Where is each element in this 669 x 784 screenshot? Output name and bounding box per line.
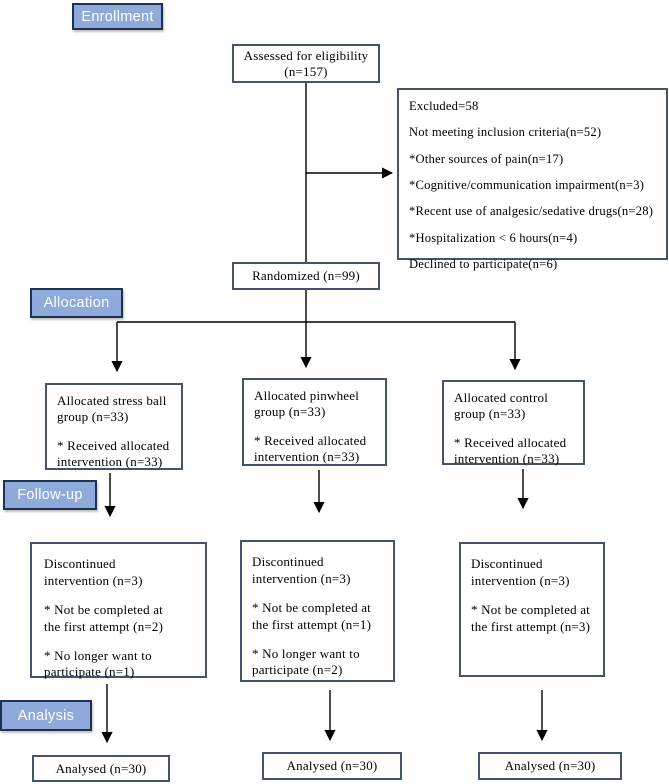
analysed-stress-box: Analysed (n=30) [32, 755, 170, 782]
analysed-pinwheel-box: Analysed (n=30) [262, 752, 402, 780]
excluded-pain: *Other sources of pain(n=17) [409, 151, 564, 166]
excluded-cognitive: *Cognitive/communication impairment(n=3) [409, 178, 645, 193]
assessed-line1: Assessed for eligibility [243, 47, 369, 63]
allocated-control-box: Allocated control group (n=33) * Receive… [442, 380, 585, 466]
allocated-stress-ball-box: Allocated stress ball group (n=33) * Rec… [45, 383, 183, 470]
analysed-control-box: Analysed (n=30) [478, 752, 622, 780]
assessed-line2: (n=157) [284, 63, 328, 79]
analysed-stress-text: Analysed (n=30) [55, 760, 147, 776]
excluded-declined: Declined to participate(n=6) [409, 257, 558, 272]
allocated-pinwheel-received: * Received allocated intervention (n=33) [254, 432, 367, 464]
assessed-eligibility-box: Assessed for eligibility (n=157) [232, 44, 380, 83]
randomized-text: Randomized (n=99) [252, 268, 360, 284]
allocated-control-received: * Received allocated intervention (n=33) [454, 434, 567, 466]
stage-label-enrollment: Enrollment [72, 3, 163, 30]
randomized-box: Randomized (n=99) [232, 262, 380, 290]
discontinued-pinwheel-nolonger: * No longer want to participate (n=2) [252, 645, 360, 678]
analysed-control-text: Analysed (n=30) [504, 758, 596, 774]
discontinued-stress-attempt: * Not be completed at the first attempt … [44, 601, 164, 634]
discontinued-stress-nolonger: * No longer want to participate (n=1) [44, 647, 152, 680]
excluded-analgesic: *Recent use of analgesic/sedative drugs(… [409, 204, 654, 219]
excluded-criteria: Not meeting inclusion criteria(n=52) [409, 125, 602, 140]
allocated-control-line: Allocated control group (n=33) [454, 390, 549, 421]
excluded-hospitalization: *Hospitalization < 6 hours(n=4) [409, 230, 578, 245]
excluded-total: Excluded=58 [409, 99, 479, 113]
stage-label-analysis: Analysis [0, 700, 92, 731]
discontinued-control-attempt: * Not be completed at the first attempt … [471, 601, 591, 634]
excluded-box: Excluded=58 Not meeting inclusion criter… [397, 88, 668, 271]
allocated-pinwheel-box: Allocated pinwheel group (n=33) * Receiv… [242, 378, 387, 466]
allocated-stress-line: Allocated stress ball group (n=33) [57, 393, 167, 424]
discontinued-pinwheel-line: Discontinued intervention (n=3) [252, 554, 351, 586]
allocated-stress-received: * Received allocated intervention (n=33) [57, 437, 170, 469]
allocated-pinwheel-line: Allocated pinwheel group (n=33) [254, 388, 360, 419]
analysed-pinwheel-text: Analysed (n=30) [286, 758, 378, 774]
discontinued-stress-line: Discontinued intervention (n=3) [44, 556, 143, 588]
discontinued-pinwheel-attempt: * Not be completed at the first attempt … [252, 599, 372, 632]
stage-label-allocation: Allocation [30, 288, 123, 318]
discontinued-control-line: Discontinued intervention (n=3) [471, 556, 570, 588]
stage-label-followup: Follow-up [3, 480, 97, 510]
discontinued-pinwheel-box: Discontinued intervention (n=3) * Not be… [240, 540, 395, 682]
discontinued-control-box: Discontinued intervention (n=3) * Not be… [459, 542, 605, 677]
discontinued-stress-box: Discontinued intervention (n=3) * Not be… [30, 542, 207, 679]
